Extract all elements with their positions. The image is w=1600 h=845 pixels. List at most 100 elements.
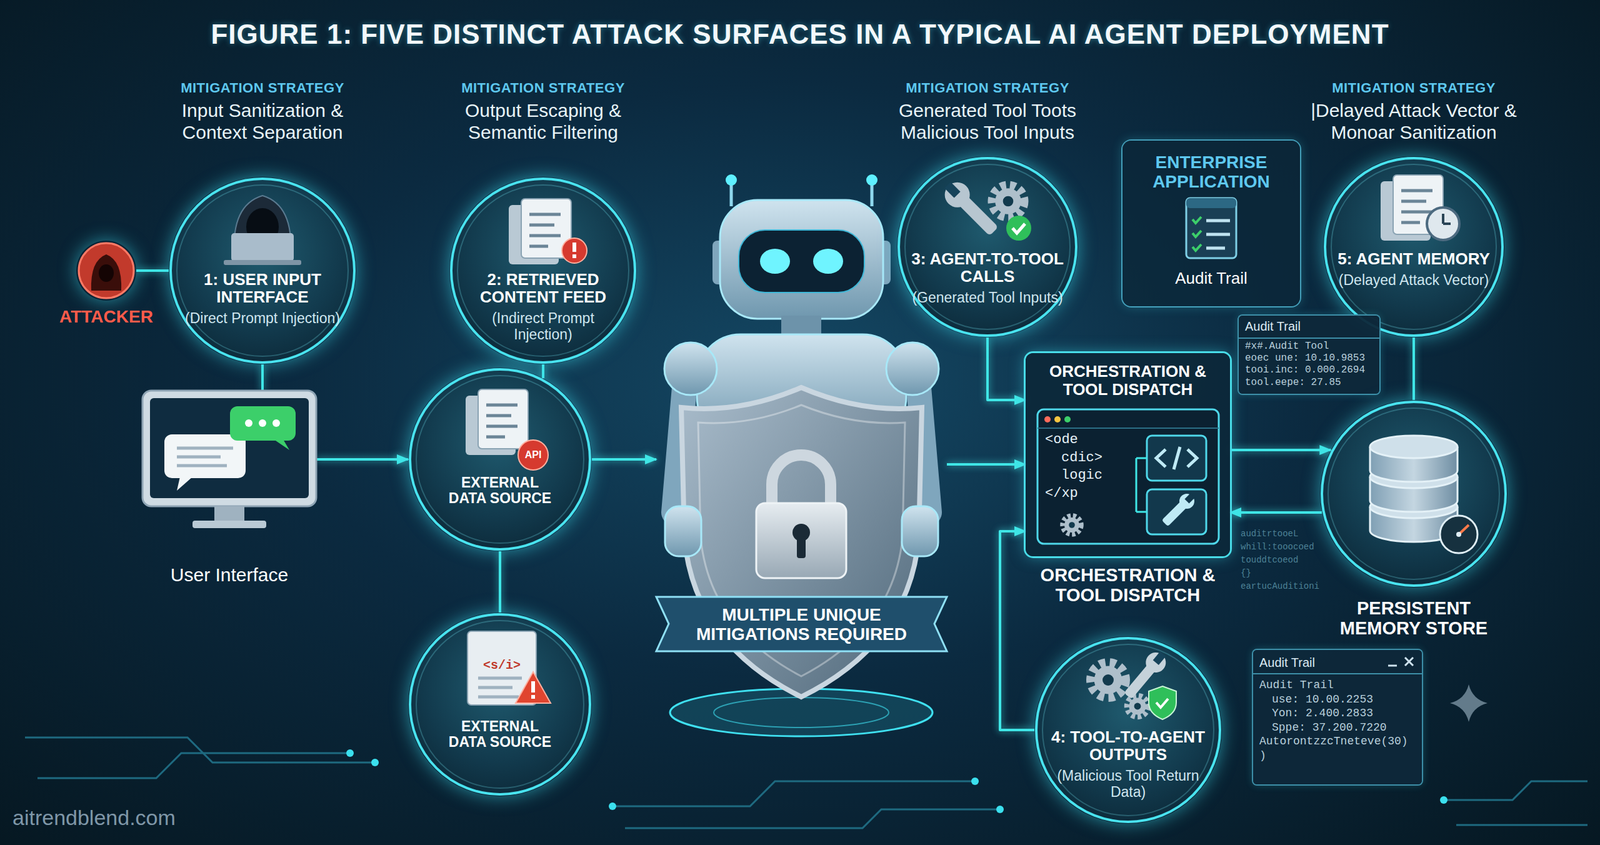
text-group: MITIGATION STRATEGYOutput Escaping & Sem… — [430, 80, 656, 144]
code-icon-part — [1037, 427, 1219, 429]
text-group: MITIGATION STRATEGYGenerated Tool Toots … — [881, 80, 1094, 144]
node-text: use: 10.00.2253 — [1259, 692, 1417, 707]
enterprise-panel: ENTERPRISE APPLICATION Audit Trail — [1122, 140, 1300, 307]
node-text: (Indirect Prompt Injection) — [465, 310, 622, 344]
connector — [136, 269, 169, 272]
text-group: User Interface — [129, 563, 330, 587]
node-text: </xp — [1045, 485, 1133, 504]
text-group: ENTERPRISE APPLICATION — [1130, 153, 1293, 192]
connector — [987, 337, 1026, 400]
monitor-icon-part — [176, 448, 234, 466]
attacker-icon — [76, 240, 137, 301]
shield-icon-part — [901, 506, 939, 557]
text-group: #x#.Audit Tooleoec une: 10.10.9853tooi.i… — [1245, 340, 1374, 389]
faint-code: whill:tooocoed — [1240, 541, 1329, 553]
docsapi-icon-part — [410, 369, 590, 550]
shield-icon-part — [756, 503, 847, 579]
node-text: EXTERNAL DATA SOURCE — [440, 718, 560, 751]
tools-icon-part — [991, 185, 1025, 218]
faint-code: eartucAuditioni — [1240, 580, 1329, 592]
node-text: ORCHESTRATION & TOOL DISPATCH — [1034, 565, 1222, 606]
circuit-trace — [37, 753, 350, 779]
node-text: ENTERPRISE APPLICATION — [1130, 153, 1293, 192]
docclock-icon-part — [1426, 207, 1460, 240]
attack-surface-circle: MITIGATION STRATEGY|Delayed Attack Vecto… — [1323, 156, 1505, 338]
db-icon — [1320, 400, 1508, 588]
docwarn-icon-part — [531, 681, 535, 693]
node-text: MITIGATION STRATEGY — [1307, 80, 1520, 97]
node-text: EXTERNAL DATA SOURCE — [440, 475, 560, 507]
docs-icon-part — [572, 242, 577, 252]
gears-icon-part — [1094, 666, 1123, 695]
code-icon-part — [1146, 489, 1207, 535]
user-interface-monitor: User Interface — [142, 390, 317, 529]
node-text: MITIGATION STRATEGY — [150, 80, 375, 97]
connector — [498, 551, 502, 613]
text-group: Audit Trailuse: 10.00.2253Yon: 2.400.283… — [1259, 678, 1417, 763]
faint-code: touddtcoeod — [1240, 554, 1329, 566]
win-icon-part — [1238, 337, 1380, 339]
db-icon-part — [1370, 435, 1458, 459]
monitor-icon-part — [272, 419, 280, 427]
robot-antenna-tip — [725, 174, 737, 186]
monitor-icon-part — [258, 419, 267, 427]
code-tag-label: <s/i> — [476, 658, 527, 674]
code-icon-part — [1062, 515, 1082, 535]
data-source-circle: EXTERNAL DATA SOURCE — [408, 367, 592, 552]
node-text: MITIGATION STRATEGY — [881, 80, 1094, 97]
connector — [946, 463, 1026, 466]
docs-icon-part — [451, 178, 635, 363]
circuit-trace — [1456, 824, 1588, 827]
node-text: Output Escaping & Semantic Filtering — [430, 100, 656, 144]
robot-head — [720, 200, 884, 319]
docclock-icon — [1323, 156, 1505, 338]
node-text: tool.eepe: 27.85 — [1245, 376, 1374, 389]
hacker-icon-part — [170, 178, 355, 363]
audit-window: Audit Trail#x#.Audit Tooleoec une: 10.10… — [1238, 315, 1380, 394]
docsapi-icon-part — [478, 389, 529, 449]
glow-platform-ring — [713, 697, 889, 728]
circuit-trace — [612, 781, 975, 807]
node-text: Audit Trail — [1130, 268, 1293, 289]
node-text: (Direct Prompt Injection) — [184, 310, 341, 327]
robot-antenna-tip — [866, 174, 878, 186]
node-text: Input Sanitization & Context Separation — [150, 100, 375, 144]
node-text: (Malicious Tool Return Data) — [1045, 768, 1212, 801]
code-icon-part — [1068, 521, 1075, 529]
robot-shoulder — [886, 342, 939, 395]
shield-icon — [656, 375, 947, 707]
monitor-icon-part — [245, 419, 253, 427]
attacker-icon: ATTACKER — [76, 240, 137, 301]
text-group: 1: USER INPUT INTERFACE(Direct Prompt In… — [184, 270, 341, 327]
shield-banner: MULTIPLE UNIQUE MITIGATIONS REQUIRED — [656, 375, 947, 707]
text-group: Audit Trail — [1259, 655, 1379, 670]
hacker-icon-part — [223, 260, 302, 265]
gears-icon-part — [1134, 703, 1142, 710]
node-text: PERSISTENT MEMORY STORE — [1320, 598, 1508, 639]
docwarn-icon-part — [416, 620, 584, 789]
memory-store-circle: PERSISTENT MEMORY STORE — [1320, 400, 1508, 588]
code-icon-part — [1146, 435, 1207, 481]
orchestration-box: ORCHESTRATION & TOOL DISPATCHORCHESTRATI… — [1025, 353, 1230, 557]
gears-icon-part — [1036, 638, 1220, 822]
circuit-dot — [608, 802, 617, 810]
docs-icon-part — [561, 238, 587, 264]
docs-icon-part — [457, 185, 629, 357]
tools-icon-part — [939, 176, 975, 213]
connector — [316, 458, 409, 461]
docwarn-icon-part — [410, 614, 590, 795]
tools-icon-part — [1006, 215, 1032, 241]
docclock-icon-part — [1325, 158, 1503, 336]
node-text: 3: AGENT-TO-TOOL CALLS — [905, 250, 1071, 285]
shield-icon-part — [796, 536, 806, 559]
checklist-icon-part — [1192, 216, 1202, 251]
text-group: PERSISTENT MEMORY STORE — [1320, 598, 1508, 639]
docwarn-icon-part — [478, 678, 522, 697]
tools-icon-part — [1012, 223, 1025, 234]
connector — [541, 364, 545, 379]
code-icon-part — [1184, 493, 1195, 504]
faint-code: auditrtooeL — [1240, 528, 1329, 540]
attack-surface-circle: MITIGATION STRATEGYOutput Escaping & Sem… — [449, 176, 637, 365]
node-text: AutorontzzcTneteve(30) — [1259, 734, 1417, 749]
text-group: MITIGATION STRATEGY|Delayed Attack Vecto… — [1307, 80, 1520, 144]
